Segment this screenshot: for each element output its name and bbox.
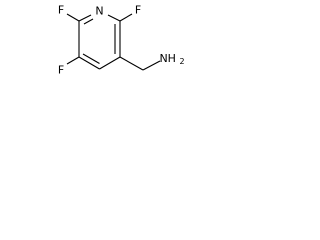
bond-c5-f bbox=[66, 56, 80, 65]
amine-subscript: 2 bbox=[179, 57, 184, 66]
ring-nitrogen-label: N bbox=[95, 5, 103, 18]
fluorine-top-right-label: F bbox=[135, 4, 141, 17]
bond-n-c2 bbox=[107, 14, 121, 22]
bond-c6-f bbox=[66, 13, 80, 22]
bond-c3-ch2 bbox=[119, 56, 144, 71]
bond-c3-c4 bbox=[99, 56, 121, 70]
fluorine-bottom-left-label: F bbox=[58, 64, 64, 77]
bond-c2-f bbox=[119, 13, 133, 22]
amine-group-text: NH bbox=[159, 52, 176, 65]
bond-n-c6 bbox=[78, 14, 92, 22]
amine-group-label: NH 2 bbox=[159, 52, 184, 66]
bond-ch2-n bbox=[142, 60, 161, 71]
bond-c6-n-inner bbox=[83, 18, 94, 25]
molecule-structure-diagram: N F F F NH 2 bbox=[58, 4, 185, 77]
bond-c4-c5 bbox=[78, 56, 100, 70]
bond-c4-c5-inner bbox=[82, 53, 100, 64]
fluorine-top-left-label: F bbox=[58, 4, 64, 17]
